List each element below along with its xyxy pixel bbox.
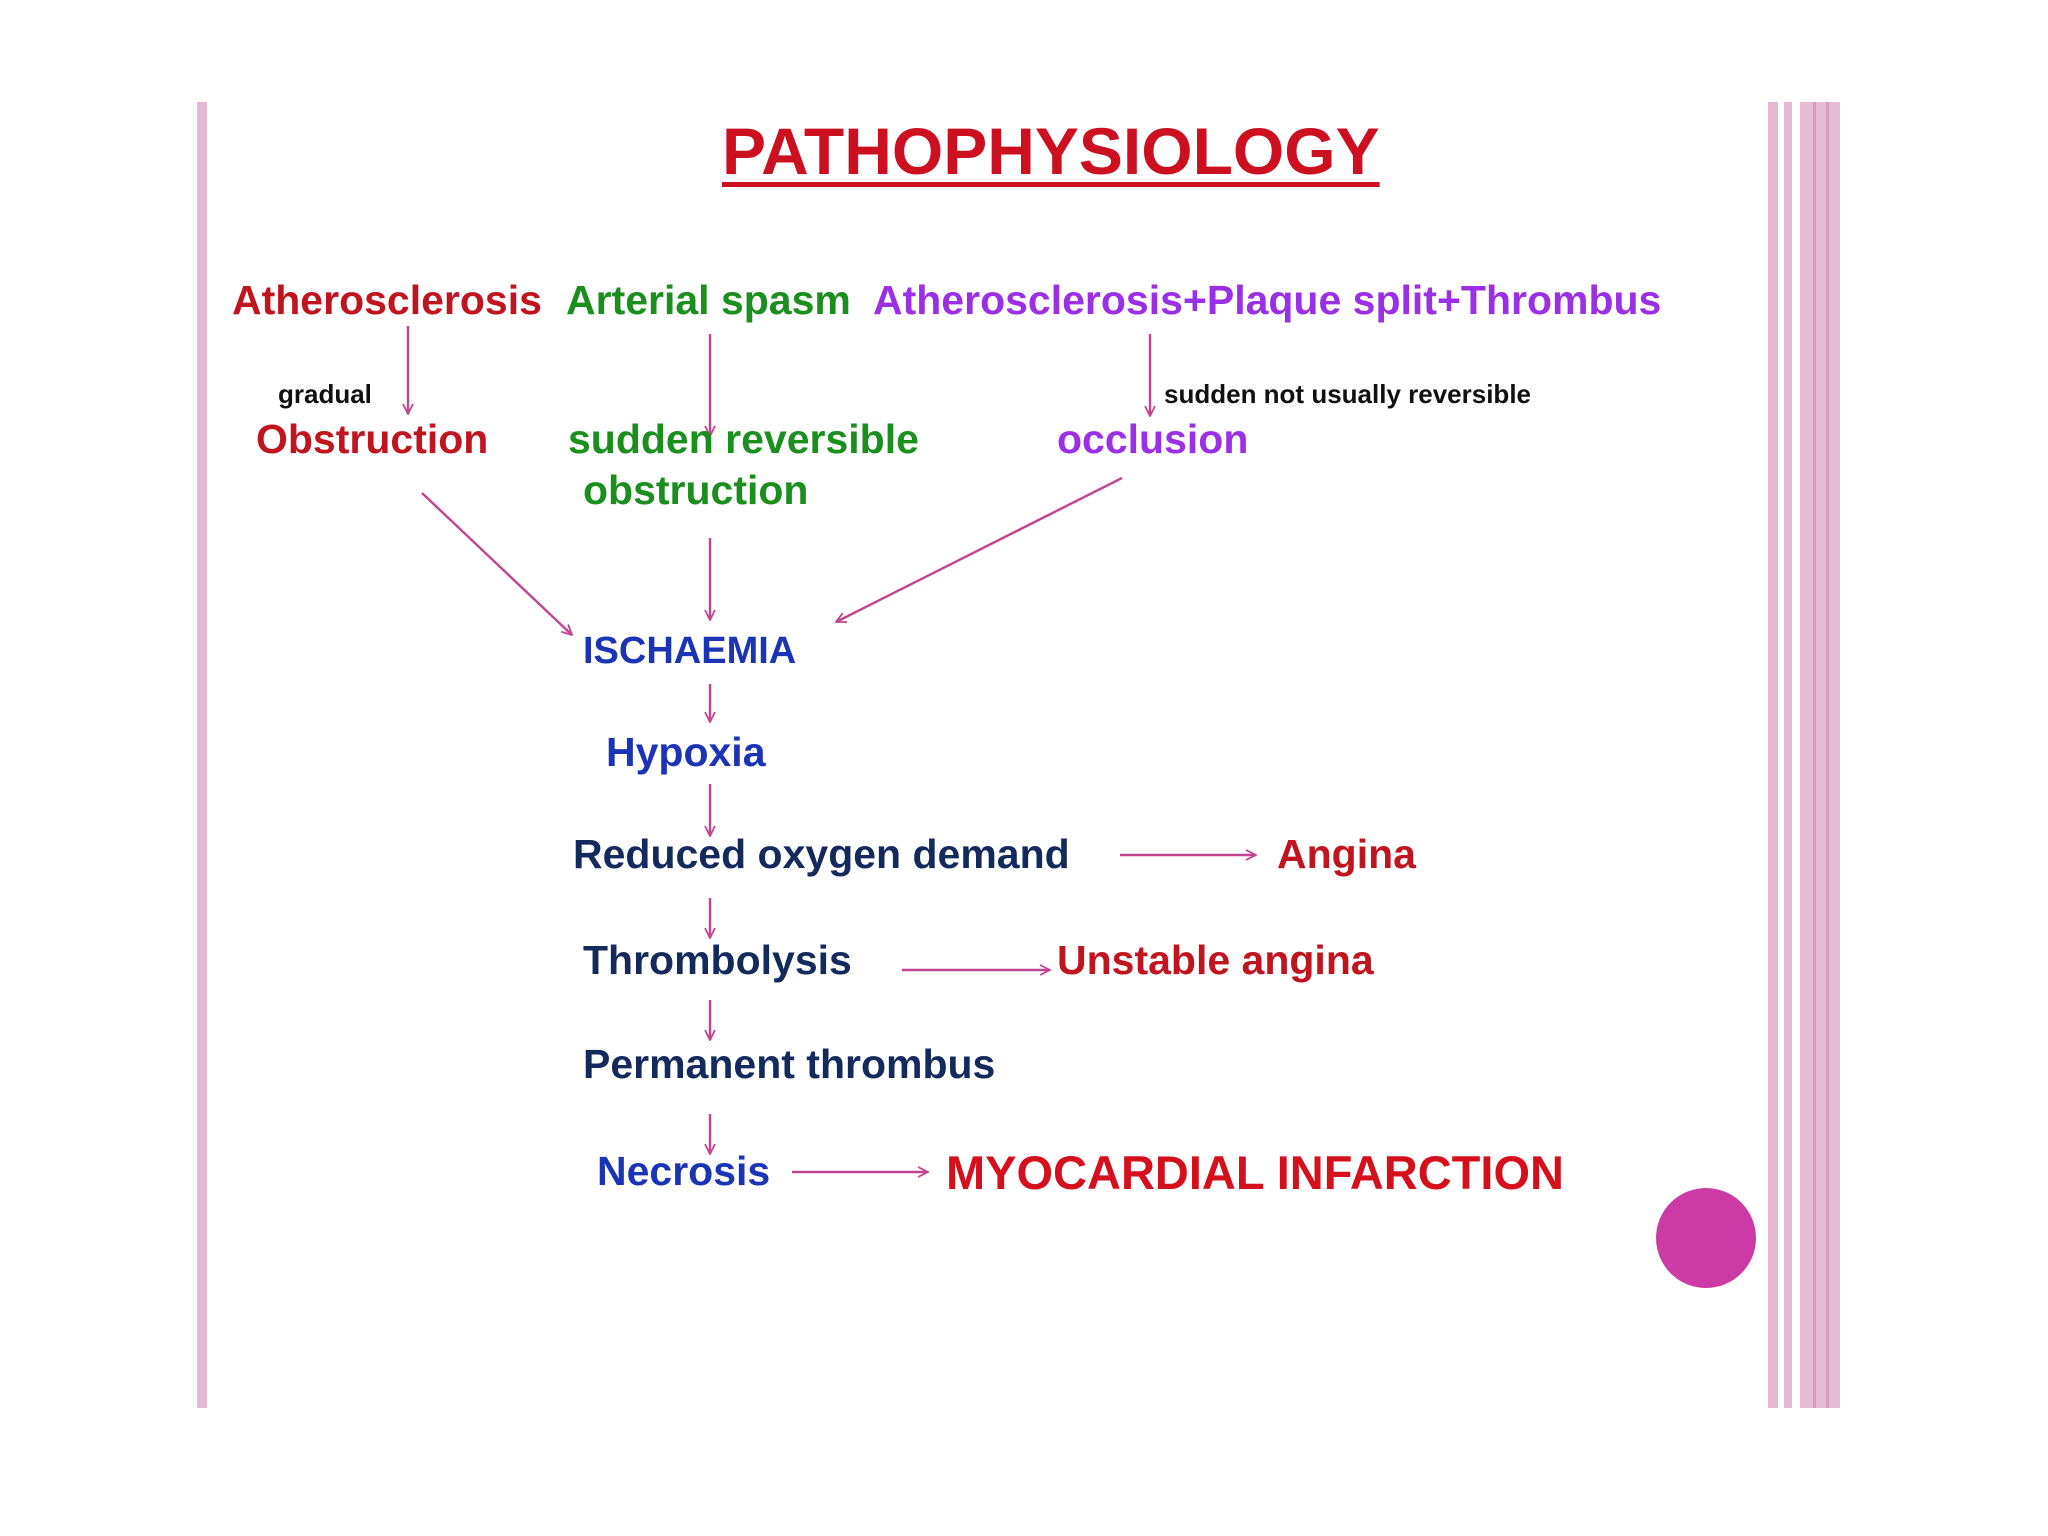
node-reduced-oxygen-demand: Reduced oxygen demand [573,831,1070,877]
node-hypoxia: Hypoxia [606,729,766,775]
note-sudden-not-reversible: sudden not usually reversible [1164,379,1531,409]
arrow-obstruction-ischaemia [421,492,572,635]
node-thrombolysis: Thrombolysis [583,937,852,983]
node-sudden-reversible: sudden reversible [568,416,919,462]
right-frame-band [1768,102,1778,1408]
right-frame-band [1800,102,1840,1408]
node-necrosis: Necrosis [597,1148,771,1194]
arrow-occlusion-ischaemia [836,476,1123,624]
right-frame-line [1826,102,1829,1408]
outcome-unstable-angina: Unstable angina [1057,937,1374,983]
outcome-angina: Angina [1277,831,1416,877]
accent-circle [1656,1188,1756,1288]
note-gradual: gradual [278,379,372,409]
node-obstruction: Obstruction [256,416,489,462]
page-title: PATHOPHYSIOLOGY [722,114,1380,188]
cause-plaque-thrombus: Atherosclerosis+Plaque split+Thrombus [873,277,1662,323]
cause-arterial-spasm: Arterial spasm [566,277,851,323]
node-sudden-reversible-obstruction: obstruction [583,467,809,513]
node-ischaemia: ISCHAEMIA [583,630,797,672]
node-permanent-thrombus: Permanent thrombus [583,1041,996,1087]
right-frame-line [1813,102,1816,1408]
cause-atherosclerosis: Atherosclerosis [232,277,542,323]
left-frame-rule [197,102,207,1408]
outcome-myocardial-infarction: MYOCARDIAL INFARCTION [946,1146,1564,1199]
right-frame-band [1784,102,1792,1408]
node-occlusion: occlusion [1057,416,1249,462]
